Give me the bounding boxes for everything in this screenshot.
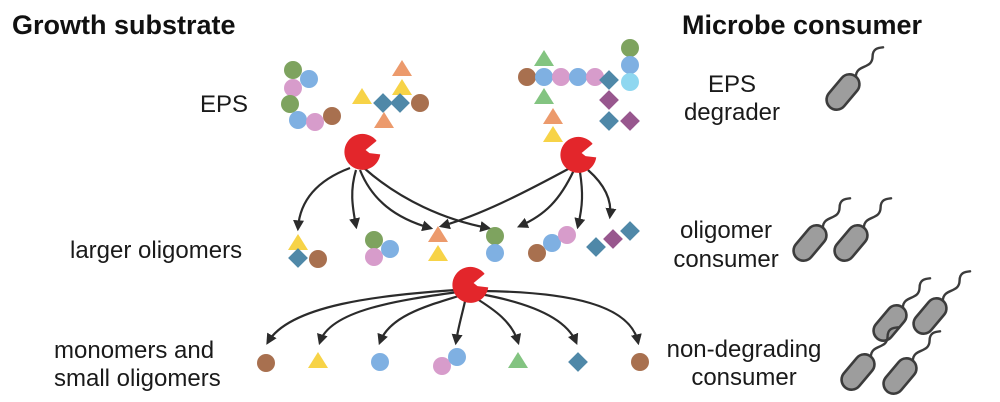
rod-bacterium-icon — [825, 46, 885, 111]
rod-bacterium-icon — [872, 277, 932, 342]
rod-bacterium-icon — [882, 330, 942, 395]
heading-microbe-consumer: Microbe consumer — [682, 10, 923, 40]
label-eps-degrader-line2: degrader — [684, 99, 780, 126]
label-oligomer-consumer-line1: oligomer — [680, 217, 772, 244]
enzyme-pacman-icon — [344, 133, 381, 170]
arrows-enzyme-right — [438, 167, 617, 230]
label-monomers-line2: small oligomers — [54, 365, 221, 392]
arrows-enzyme-left — [293, 166, 492, 232]
label-nondegrading-line2: consumer — [691, 364, 796, 391]
label-nondegrading-line1: non-degrading — [667, 336, 822, 363]
arrows-enzyme-bottom — [266, 288, 642, 346]
enzyme-pacman-icon — [452, 266, 489, 303]
rod-bacterium-icon — [792, 197, 852, 262]
rod-bacterium-icon — [912, 270, 972, 335]
label-monomers-line1: monomers and — [54, 337, 214, 364]
larger-oligomers — [288, 221, 640, 268]
label-eps-degrader-line1: EPS — [708, 71, 756, 98]
eps-polymer-right — [518, 39, 640, 142]
eps-polymer-left — [281, 60, 429, 131]
label-eps: EPS — [200, 91, 248, 118]
rod-bacterium-icon — [833, 197, 893, 262]
enzyme-pacman-icon — [560, 136, 597, 173]
rod-bacterium-icon — [840, 326, 900, 391]
label-larger-oligomers: larger oligomers — [70, 237, 242, 264]
monomers-small-oligomers — [257, 348, 649, 375]
heading-growth-substrate: Growth substrate — [12, 10, 236, 40]
label-oligomer-consumer-line2: consumer — [673, 246, 778, 273]
